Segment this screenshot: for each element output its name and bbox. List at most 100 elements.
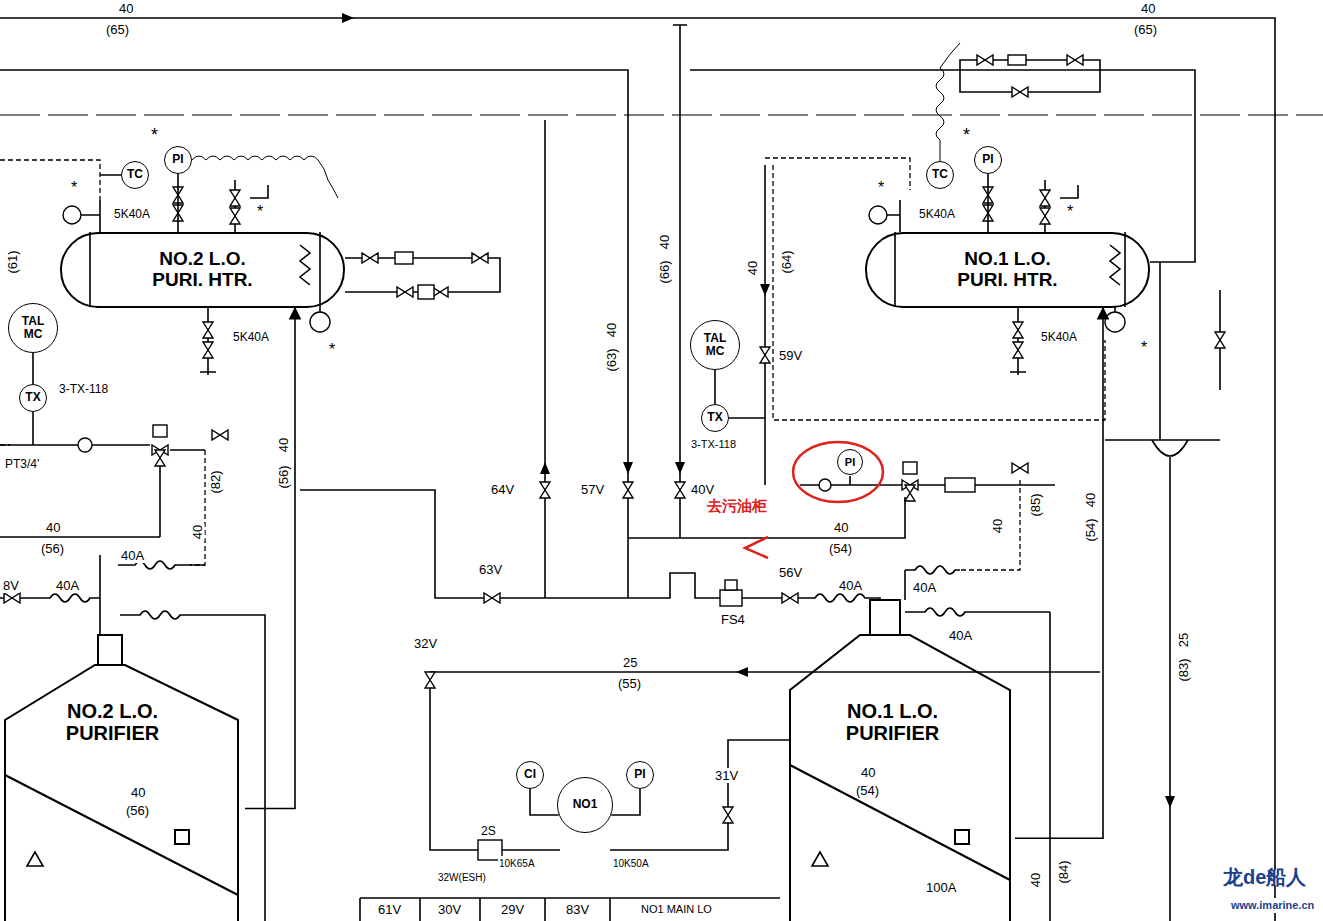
watermark: www.imarine.cn [1230, 898, 1315, 913]
valve-tag: 57V [580, 482, 605, 497]
line-no: (56) [40, 541, 65, 556]
node-label: PI [172, 153, 183, 166]
valve-symbol [397, 287, 413, 297]
highlight-mark [745, 537, 768, 558]
hose-size: 40A [55, 578, 80, 593]
flange-rating: 5K40A [1040, 330, 1078, 345]
line-no: (66) [657, 259, 672, 284]
node-label: NO.1 L.O. PURIFIER [835, 700, 950, 744]
valve-symbol [1040, 190, 1050, 206]
pipe-line [849, 476, 851, 485]
line-size: 40 [190, 524, 205, 540]
signal-line [0, 444, 10, 445]
node-label: TC [932, 168, 948, 181]
pipe-line [319, 307, 321, 312]
node-label: TC [127, 168, 143, 181]
line-size: 40 [1140, 1, 1156, 16]
instrument-circle: TX [19, 384, 47, 412]
purifier-outline [790, 765, 1010, 880]
flow-arrow [760, 284, 770, 296]
table-cell: NO1 MAIN LO [640, 902, 713, 917]
valve-symbol [203, 342, 213, 358]
flange-rating: 5K40A [113, 207, 151, 222]
purifier-outline [955, 830, 969, 844]
line-size: 25 [1176, 632, 1191, 648]
line-size: 40 [604, 322, 619, 338]
valve-symbol [212, 430, 228, 440]
line-size: 40 [745, 260, 760, 276]
valve-symbol [905, 485, 915, 501]
pipe-line [729, 417, 765, 419]
pipe-connector [714, 370, 716, 404]
equipment-symbol [153, 425, 167, 437]
purifier-outline [5, 665, 238, 921]
heater-vessel: NO.2 L.O. PURI. HTR. [60, 232, 345, 308]
valve-tag: 59V [778, 348, 803, 363]
equipment-symbol [1008, 55, 1026, 65]
equipment-symbol [310, 312, 330, 332]
pipe-line [120, 611, 265, 921]
asterisk-note: * [256, 204, 264, 219]
pipe-line [1049, 612, 1051, 921]
pipe-line [27, 852, 828, 866]
annotation: 去污油柜 [706, 498, 768, 513]
equipment-symbol [63, 55, 1125, 860]
pipe-line [742, 594, 880, 602]
pipe-line [430, 671, 1100, 673]
capillary-tube [192, 156, 338, 198]
heater-vessel: NO.1 L.O. PURI. HTR. [865, 232, 1150, 308]
instrument-circle: PI [974, 146, 1002, 174]
equipment-symbol [63, 206, 81, 224]
pipe-connector [32, 353, 34, 384]
table-cell: 61V [377, 902, 402, 917]
line-no: (54) [1083, 517, 1098, 542]
signal-line [773, 165, 1105, 420]
valve-tag: 64V [490, 482, 515, 497]
purifier-outline [790, 600, 1010, 921]
pipe-line [430, 688, 478, 850]
purifier-outline [790, 635, 1010, 921]
pipe-line [800, 484, 1055, 486]
equipment-symbol [1105, 312, 1125, 332]
valve-symbol [1215, 332, 1225, 348]
instrument-circle: TX [701, 404, 729, 432]
line-no: (63) [604, 347, 619, 372]
pipe-line [0, 70, 628, 598]
pipe-line [673, 25, 687, 538]
pipe-line [99, 555, 101, 635]
node-label: CI [524, 768, 536, 781]
node-label: NO.2 L.O. PURIFIER [55, 700, 170, 744]
purifier-outline [870, 600, 900, 635]
deck-line [0, 115, 1323, 116]
flow-arrow [540, 462, 550, 474]
watermark: 龙de船人 [1222, 870, 1307, 885]
line-size: 40 [990, 518, 1005, 534]
node-label: TX [707, 411, 722, 424]
pipe-line [887, 200, 900, 232]
valve-symbol [1013, 342, 1023, 358]
line-size: 40 [860, 765, 876, 780]
line-size: 40 [130, 785, 146, 800]
node-label: NO.2 L.O. PURI. HTR. [143, 249, 263, 291]
alarm-circle: TAL MC [8, 303, 58, 353]
equipment-symbol [418, 285, 434, 299]
node-label: PI [845, 456, 855, 468]
valve-symbol [675, 482, 685, 498]
line-size: 40 [833, 520, 849, 535]
line-no: (84) [1056, 859, 1071, 884]
valve-symbol [540, 482, 550, 498]
line-no: (65) [1133, 22, 1158, 37]
node-label: TX [25, 391, 40, 404]
pipe-line [0, 18, 1275, 921]
line-no: (61) [5, 249, 20, 274]
pipe-line [81, 175, 121, 232]
line-no: (55) [617, 676, 642, 691]
pipe-line [905, 566, 960, 574]
flange-rating: 5K40A [232, 330, 270, 345]
valve-symbol [1040, 208, 1050, 224]
flange-rating: 10K65A [498, 856, 536, 871]
valve-symbol [1013, 322, 1023, 338]
capillary-tube [192, 43, 960, 198]
valve-symbol [155, 450, 165, 466]
